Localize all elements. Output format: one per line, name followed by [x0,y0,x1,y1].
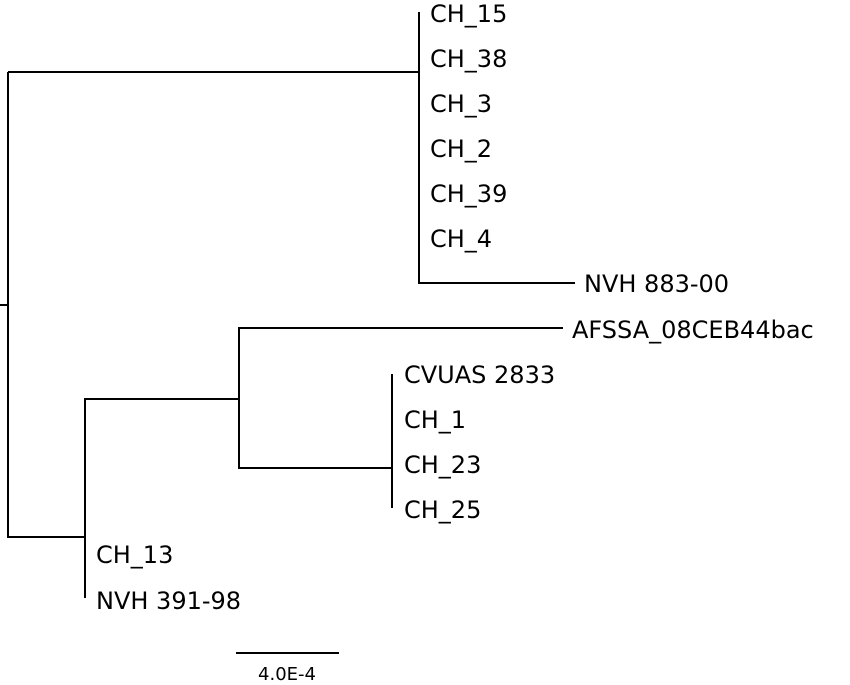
leaf-labels: CH_15 CH_38 CH_3 CH_2 CH_39 CH_4 NVH 883… [96,0,814,615]
tree-branches [0,12,575,598]
leaf-label-ch38: CH_38 [430,45,507,73]
leaf-label-ch15: CH_15 [430,0,507,28]
leaf-label-ch4: CH_4 [430,225,492,253]
leaf-label-ch25: CH_25 [404,496,481,524]
leaf-label-cvuas: CVUAS 2833 [404,361,555,389]
leaf-label-nvh391: NVH 391-98 [96,587,241,615]
leaf-label-ch2: CH_2 [430,135,492,163]
scale-bar: 4.0E-4 [236,652,339,685]
leaf-label-afssa: AFSSA_08CEB44bac [572,316,814,344]
leaf-label-ch39: CH_39 [430,180,507,208]
leaf-label-nvh883: NVH 883-00 [584,270,729,298]
leaf-label-ch1: CH_1 [404,406,466,434]
leaf-label-ch23: CH_23 [404,451,481,479]
scale-bar-label: 4.0E-4 [258,664,316,685]
leaf-label-ch3: CH_3 [430,90,492,118]
leaf-label-ch13: CH_13 [96,541,173,569]
